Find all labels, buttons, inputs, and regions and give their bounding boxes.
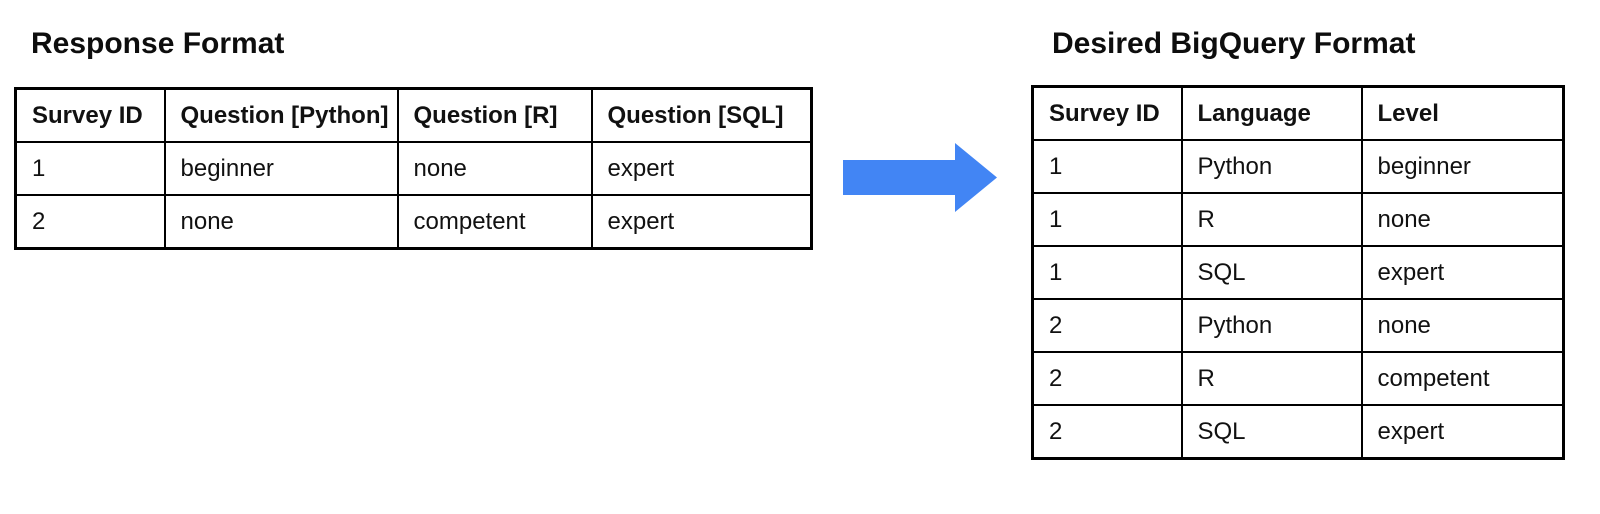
table-cell: R — [1180, 192, 1363, 247]
table-cell: 2 — [1031, 298, 1183, 353]
transform-arrow — [843, 142, 998, 213]
bigquery-format-title: Desired BigQuery Format — [1052, 27, 1416, 60]
response-format-title: Response Format — [31, 27, 285, 60]
table-cell: none — [163, 194, 399, 250]
table-cell: 1 — [1031, 245, 1183, 300]
table-cell: 2 — [1031, 351, 1183, 406]
table-cell: Python — [1180, 139, 1363, 194]
table-cell: competent — [396, 194, 593, 250]
column-header: Question [Python] — [163, 87, 399, 143]
table-cell: 1 — [1031, 192, 1183, 247]
table-cell: expert — [590, 141, 813, 196]
column-header: Question [R] — [396, 87, 593, 143]
table-cell: expert — [1360, 404, 1565, 460]
column-header: Language — [1180, 85, 1363, 141]
column-header: Survey ID — [14, 87, 166, 143]
table-cell: 2 — [1031, 404, 1183, 460]
table-cell: none — [1360, 298, 1565, 353]
table-cell: 2 — [14, 194, 166, 250]
column-header: Question [SQL] — [590, 87, 813, 143]
table-cell: beginner — [163, 141, 399, 196]
table-cell: 1 — [1031, 139, 1183, 194]
table-cell: beginner — [1360, 139, 1565, 194]
table-cell: R — [1180, 351, 1363, 406]
table-cell: none — [396, 141, 593, 196]
table-cell: expert — [590, 194, 813, 250]
table-cell: SQL — [1180, 245, 1363, 300]
table-cell: none — [1360, 192, 1565, 247]
column-header: Survey ID — [1031, 85, 1183, 141]
column-header: Level — [1360, 85, 1565, 141]
table-cell: expert — [1360, 245, 1565, 300]
table-cell: Python — [1180, 298, 1363, 353]
table-cell: SQL — [1180, 404, 1363, 460]
right-arrow-icon — [843, 143, 997, 212]
table-cell: 1 — [14, 141, 166, 196]
table-cell: competent — [1360, 351, 1565, 406]
